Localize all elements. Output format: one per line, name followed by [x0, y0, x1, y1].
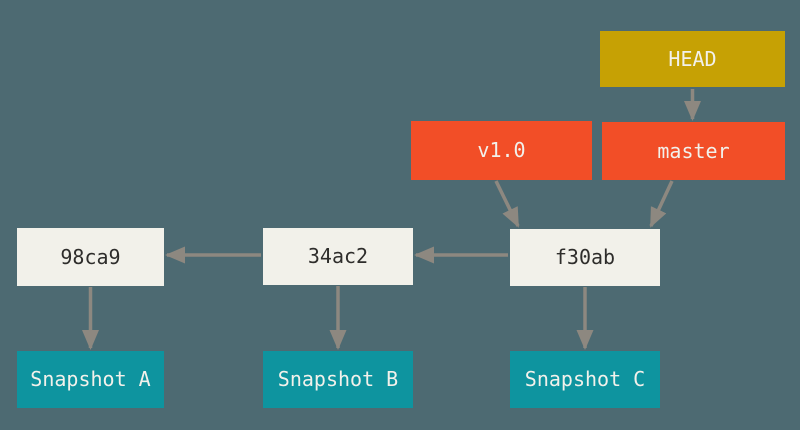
- commit-id-label: f30ab: [555, 245, 615, 269]
- arrow-tag-to-commit-f30ab: [494, 180, 520, 228]
- commit-box: [263, 228, 413, 285]
- tag-label: v1.0: [477, 138, 525, 162]
- snapshot-box: [17, 351, 164, 408]
- node-snapshot-a: Snapshot A: [17, 351, 164, 408]
- tag-box: [411, 121, 592, 180]
- node-commit-f30ab: f30ab: [510, 229, 660, 286]
- arrow-layer: [82, 89, 701, 350]
- commit-id-label: 34ac2: [308, 244, 368, 268]
- branch-box: [602, 122, 785, 180]
- commit-id-label: 98ca9: [60, 245, 120, 269]
- node-head: HEAD: [600, 31, 785, 87]
- branch-label: master: [657, 139, 729, 163]
- head-box: [600, 31, 785, 87]
- snapshot-box: [263, 351, 413, 408]
- node-snapshot-c: Snapshot C: [510, 351, 660, 408]
- node-snapshot-b: Snapshot B: [263, 351, 413, 408]
- snapshot-label: Snapshot C: [525, 367, 645, 391]
- node-commit-98ca9: 98ca9: [17, 228, 164, 286]
- node-branch-master: master: [602, 122, 785, 180]
- commit-box: [17, 228, 164, 286]
- head-label: HEAD: [668, 47, 716, 71]
- node-commit-34ac2: 34ac2: [263, 228, 413, 285]
- snapshot-box: [510, 351, 660, 408]
- commit-box: [510, 229, 660, 286]
- arrow-master-to-commit-f30ab: [649, 180, 674, 228]
- node-tag-v1-0: v1.0: [411, 121, 592, 180]
- snapshot-label: Snapshot A: [30, 367, 150, 391]
- snapshot-label: Snapshot B: [278, 367, 398, 391]
